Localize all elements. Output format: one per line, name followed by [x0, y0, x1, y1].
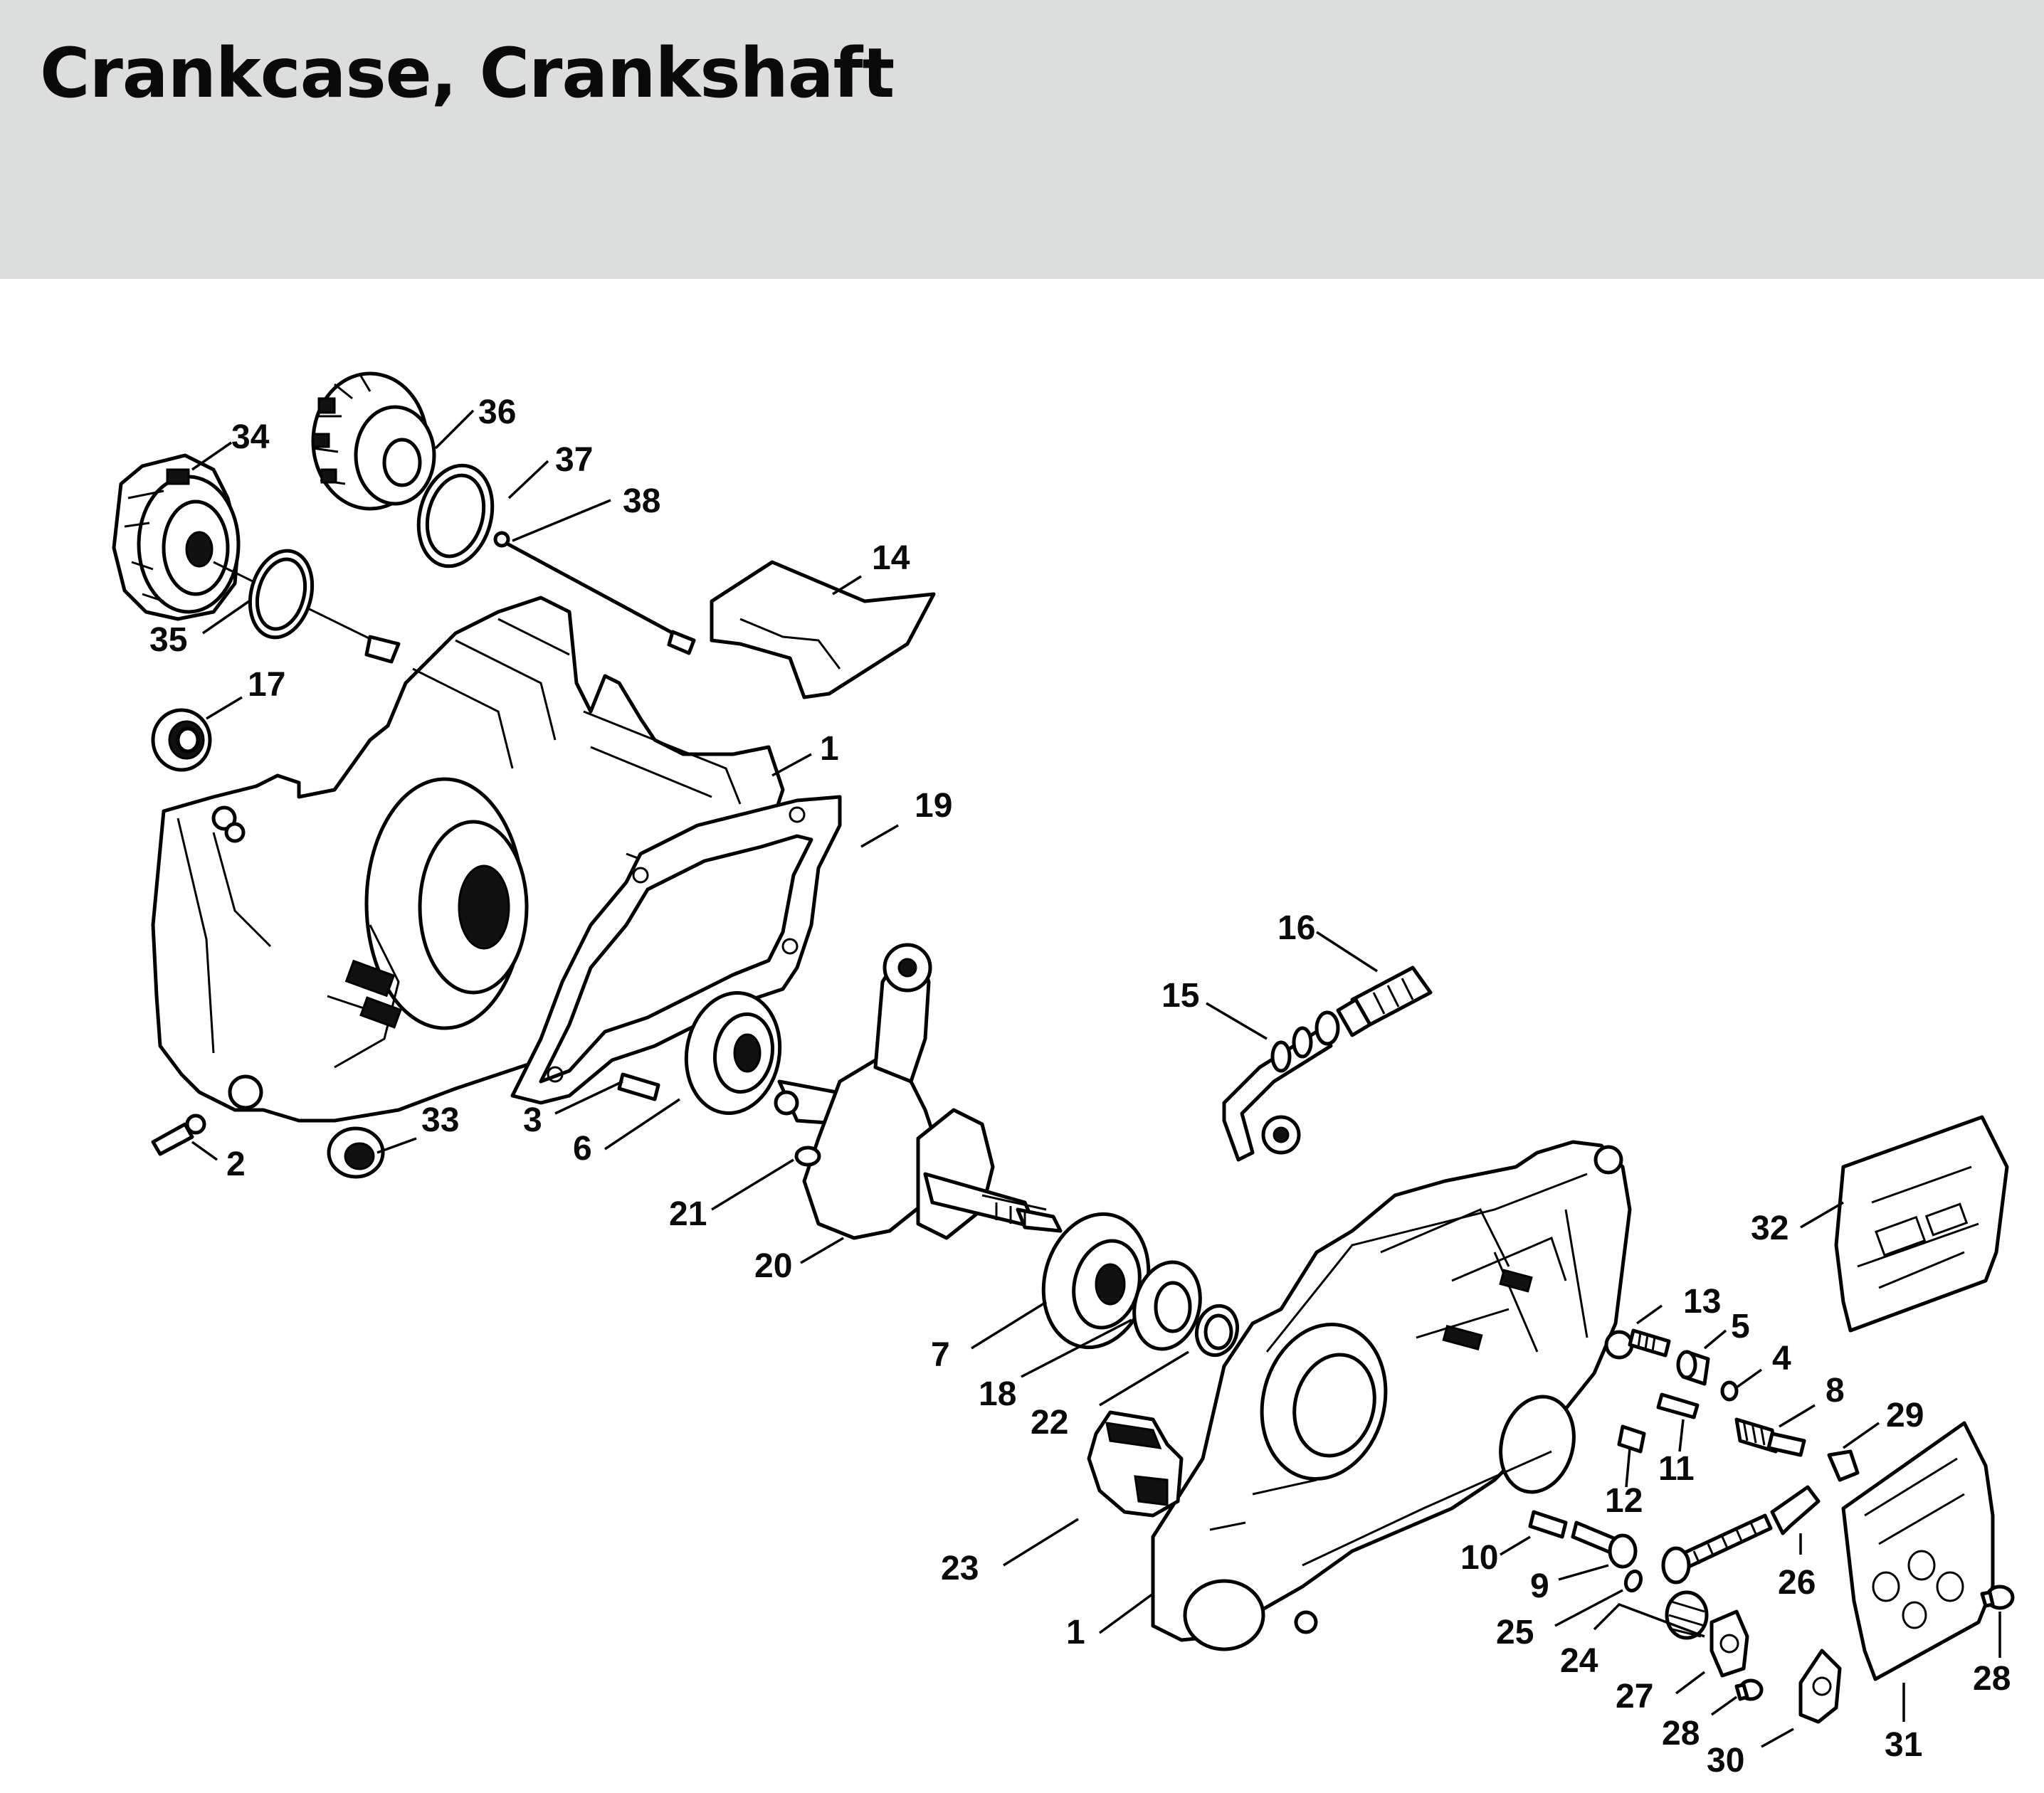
page-title: Crankcase, Crankshaft — [40, 33, 895, 113]
part-26-bracket — [1670, 1485, 1821, 1573]
callout-label: 11 — [1658, 1450, 1695, 1488]
part-35-ring — [248, 549, 315, 640]
part-31-guard — [1841, 1421, 1995, 1681]
callout-label: 32 — [1751, 1210, 1788, 1247]
part-30-cover-clip — [1798, 1649, 1842, 1724]
part-6-ball-bearing — [684, 991, 782, 1115]
part-17-oil-seal — [151, 708, 212, 772]
callout-label: 31 — [1885, 1726, 1922, 1764]
part-14-plate — [710, 560, 936, 699]
part-28-screw-left — [1734, 1678, 1764, 1701]
part-3-dowel-pin — [617, 1072, 660, 1101]
callout-label: 10 — [1460, 1539, 1498, 1577]
callout-label: 35 — [149, 621, 187, 659]
part-36-clutch-drum — [311, 371, 436, 511]
part-4-washer — [1720, 1380, 1739, 1402]
callout-label: 9 — [1530, 1567, 1549, 1605]
part-18-oil-seal — [1132, 1260, 1202, 1351]
callout-label: 19 — [915, 787, 952, 825]
callout-label: 6 — [573, 1130, 592, 1168]
callout-label: 13 — [1683, 1283, 1721, 1321]
part-19-gasket — [510, 795, 842, 1105]
callout-label: 27 — [1616, 1678, 1653, 1715]
callout-label: 24 — [1560, 1642, 1598, 1680]
callout-label: 28 — [1662, 1715, 1700, 1752]
part-12-insert — [1617, 1424, 1646, 1454]
part-1-crankcase-lower — [1151, 1140, 1634, 1651]
part-28-screw-right — [1980, 1585, 2015, 1610]
callout-label: 21 — [669, 1195, 707, 1233]
callout-label: 5 — [1731, 1308, 1750, 1345]
part-2-screw — [151, 1114, 206, 1156]
part-27-plate — [1710, 1609, 1749, 1678]
callout-label: 17 — [248, 666, 285, 704]
callout-label: 3 — [523, 1101, 542, 1139]
part-32-cover — [1834, 1115, 2009, 1333]
callout-label: 30 — [1707, 1742, 1744, 1779]
leader-lines — [191, 409, 2001, 1748]
part-34-sprocket-assembly — [112, 453, 401, 664]
callout-label: 1 — [820, 730, 839, 768]
part-25-washer — [1623, 1569, 1643, 1593]
part-9-screw — [1571, 1520, 1638, 1569]
callout-label: 14 — [872, 539, 910, 577]
callout-label: 23 — [941, 1550, 979, 1587]
callout-label: 25 — [1496, 1614, 1534, 1651]
callout-label: 12 — [1605, 1482, 1643, 1520]
part-38-rod — [493, 531, 696, 655]
callout-label: 22 — [1031, 1404, 1068, 1442]
callout-label: 18 — [979, 1375, 1016, 1413]
callout-label: 1 — [1066, 1614, 1085, 1651]
callout-label: 28 — [1973, 1660, 2011, 1698]
callout-label: 29 — [1886, 1397, 1924, 1434]
callout-labels: 34 36 37 38 14 35 17 1 19 16 15 3 6 33 2… — [149, 393, 2011, 1779]
header-bar: Crankcase, Crankshaft — [0, 0, 2044, 279]
part-16-fitting — [1336, 966, 1433, 1037]
callout-label: 4 — [1772, 1340, 1791, 1377]
callout-label: 33 — [421, 1101, 459, 1139]
callout-label: 8 — [1826, 1372, 1845, 1409]
callout-label: 26 — [1778, 1564, 1816, 1602]
part-5-sleeve — [1676, 1350, 1710, 1386]
callout-label: 37 — [555, 441, 593, 479]
part-37-ring — [416, 463, 495, 568]
part-11-pin — [1656, 1392, 1700, 1419]
callout-label: 20 — [754, 1247, 792, 1285]
part-20-crankshaft — [774, 943, 1063, 1240]
callout-label: 36 — [478, 393, 516, 431]
part-13-insert — [1628, 1328, 1671, 1358]
part-10-insert — [1528, 1510, 1568, 1539]
part-8-bolt — [1734, 1417, 1806, 1457]
part-22-circlip — [1194, 1303, 1240, 1358]
callout-label: 7 — [931, 1336, 950, 1374]
callout-label: 16 — [1278, 909, 1315, 947]
callout-label: 2 — [226, 1146, 246, 1183]
part-15-oil-line — [1222, 1010, 1340, 1162]
part-29-clip — [1827, 1449, 1860, 1482]
callout-label: 15 — [1161, 977, 1199, 1015]
part-33-plug — [327, 1126, 385, 1179]
callout-label: 34 — [231, 418, 270, 456]
part-23-buffer — [1087, 1410, 1184, 1518]
callout-label: 38 — [623, 482, 660, 520]
